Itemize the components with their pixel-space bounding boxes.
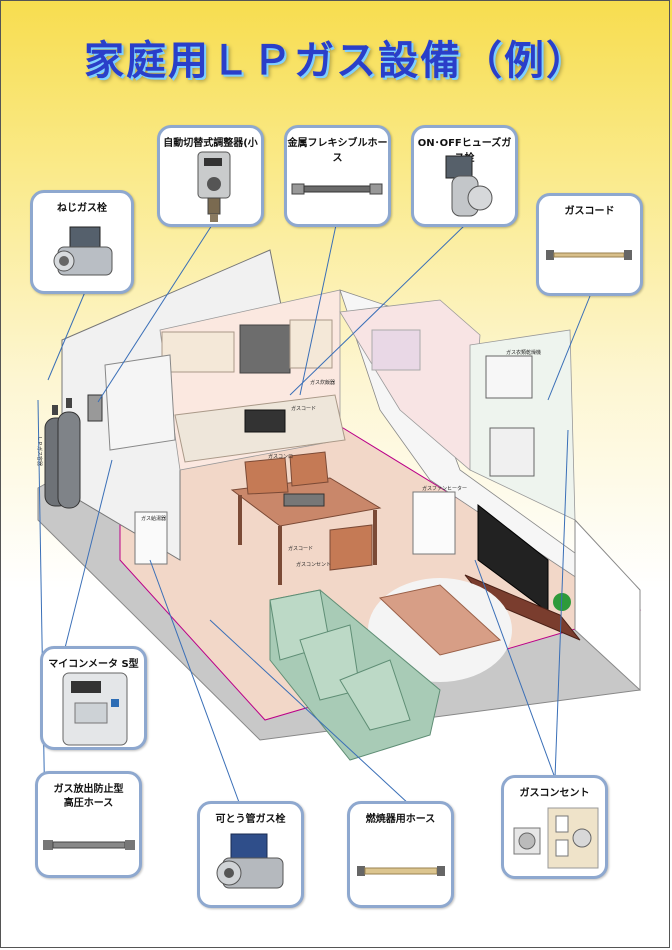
card-gas-outlet-label: ガスコンセント xyxy=(519,788,590,799)
regulator-icon xyxy=(197,151,231,222)
micom-meter-icon xyxy=(62,672,128,746)
label-rice-cooker: ガス炊飯器 xyxy=(310,379,335,386)
label-outlet: ガスコンセント xyxy=(296,561,331,568)
leader-lines xyxy=(37,224,591,821)
card-screw-valve: ねじガス栓 xyxy=(30,190,134,294)
page-title: 家庭用ＬＰガス設備（例） xyxy=(84,38,588,84)
card-hp-hose-label2: 高圧ホース xyxy=(63,798,114,809)
card-flexible-valve-label: 可とう管ガス栓 xyxy=(215,814,286,825)
card-gas-cord: ガスコード xyxy=(536,193,643,296)
card-hp-hose: ガス放出防止型 高圧ホース xyxy=(35,771,142,878)
card-hp-hose-label1: ガス放出防止型 xyxy=(53,784,124,795)
card-regulator: 自動切替式調整器(小型) xyxy=(157,125,264,227)
label-fan-heater: ガスファンヒーター xyxy=(422,485,467,492)
screw-valve-icon xyxy=(53,226,113,276)
card-micom-meter-label: マイコンメータ S型 xyxy=(48,659,139,670)
label-dryer: ガス衣類乾燥機 xyxy=(506,349,541,356)
label-gas-cord: ガスコード xyxy=(288,545,313,552)
label-stove: ガスコンロ xyxy=(268,453,293,460)
refrigerator xyxy=(104,354,176,451)
card-screw-valve-label: ねじガス栓 xyxy=(57,203,107,214)
card-gas-outlet: ガスコンセント xyxy=(501,775,608,879)
fuse-valve-icon xyxy=(445,155,493,217)
card-flex-hose: 金属フレキシブルホース xyxy=(284,125,391,227)
label-water-heater: ガス給湯器 xyxy=(141,515,166,522)
card-micom-meter: マイコンメータ S型 xyxy=(40,646,147,750)
card-flexible-valve: 可とう管ガス栓 xyxy=(197,801,304,908)
burner-hose-icon xyxy=(357,866,445,876)
card-burner-hose: 燃焼器用ホース xyxy=(347,801,454,908)
lp-gas-cylinders xyxy=(44,398,81,509)
gas-outlet-icon xyxy=(513,807,599,869)
card-flex-hose-label: 金属フレキシブルホース xyxy=(287,138,388,164)
sofa xyxy=(269,589,441,761)
card-burner-hose-label: 燃焼器用ホース xyxy=(365,814,436,825)
right-wall xyxy=(574,518,641,692)
card-gas-cord-label: ガスコード xyxy=(564,206,615,217)
hp-hose-icon xyxy=(43,840,135,850)
gas-cord-icon xyxy=(546,250,632,260)
label-cord-kitchen: ガスコード xyxy=(291,405,316,412)
card-fuse-valve: ON･OFFヒューズガス栓 xyxy=(411,125,518,227)
water-heater xyxy=(134,511,168,565)
gas-dryer xyxy=(485,355,533,399)
flexible-valve-icon xyxy=(216,833,284,889)
washing-machine xyxy=(489,427,535,477)
flex-hose-icon xyxy=(291,183,383,195)
label-cylinder: ＬＰガス容器 xyxy=(36,436,43,466)
fan-heater xyxy=(412,491,456,555)
coffee-table xyxy=(378,584,502,656)
